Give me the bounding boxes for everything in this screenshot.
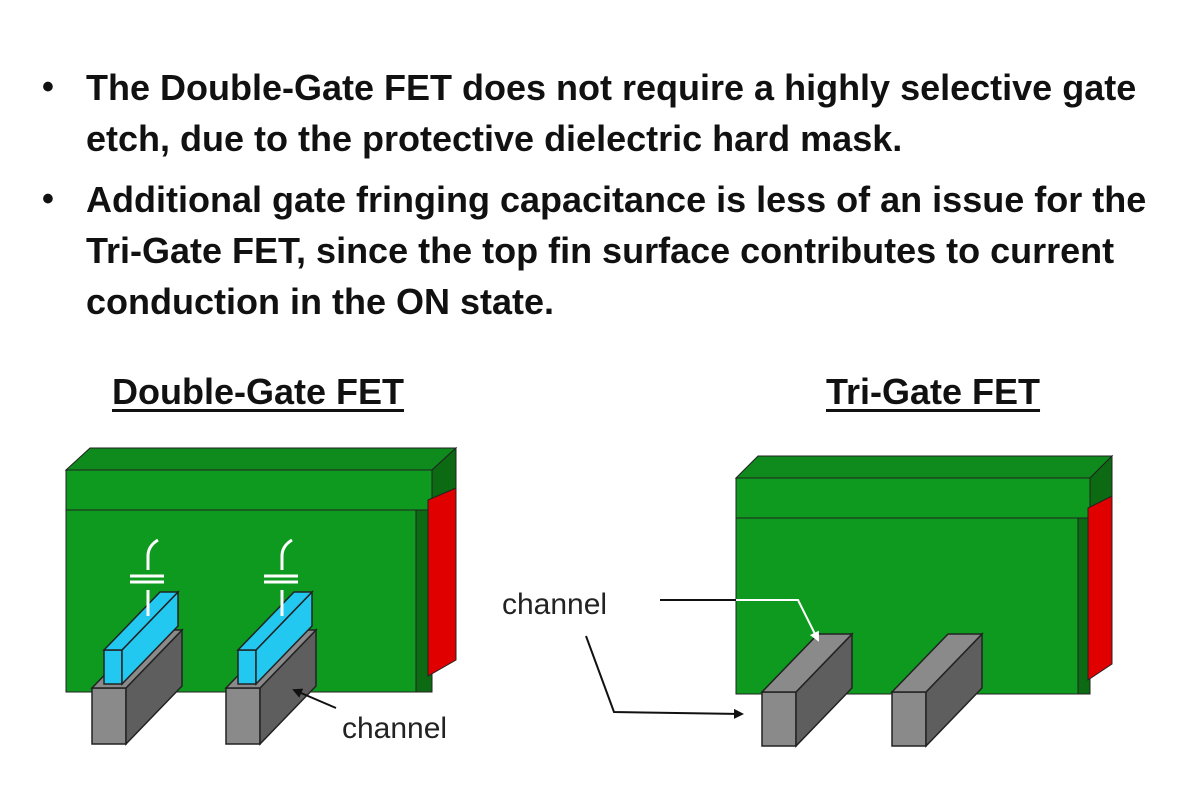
hard-mask-front <box>237 649 257 685</box>
tri-gate-title: Tri-Gate FET <box>826 371 1041 412</box>
fin-top <box>760 633 854 693</box>
gate-top-face <box>64 447 458 471</box>
capacitor-icon <box>130 538 164 616</box>
fin-front <box>225 687 261 745</box>
double-gate-diagram: channel <box>64 446 458 746</box>
tri-gate-channel-label: channel <box>502 588 607 621</box>
tri-gate-gate-block <box>734 454 1114 695</box>
channel-arrow-top <box>736 599 819 642</box>
double-gate-channel-label: channel <box>342 712 447 745</box>
channel-arrow-side <box>585 635 744 719</box>
capacitor-icon <box>264 538 298 616</box>
bullet-text: Additional gate fringing capacitance is … <box>86 179 1147 322</box>
tri-gate-fin <box>760 632 854 748</box>
hard-mask-top <box>236 591 314 651</box>
channel-arrow <box>292 688 337 709</box>
fin-front <box>91 687 127 745</box>
fin-front <box>891 691 927 747</box>
tri-gate-diagram: channel <box>502 454 1114 748</box>
fin-front <box>761 691 797 747</box>
gate-side-strip <box>1077 517 1091 695</box>
hard-mask-top <box>102 591 180 651</box>
gate-contact-side <box>1087 495 1113 681</box>
gate-cap-front <box>65 469 433 511</box>
bullet-dot: • <box>42 68 54 106</box>
bullet-dot: • <box>42 180 54 218</box>
bullet-item: • Additional gate fringing capacitance i… <box>30 174 1150 327</box>
gate-cap-front <box>735 477 1091 519</box>
bullet-list: • The Double-Gate FET does not require a… <box>30 62 1150 337</box>
gate-top-face <box>734 455 1114 479</box>
bullet-item: • The Double-Gate FET does not require a… <box>30 62 1150 164</box>
double-gate-title: Double-Gate FET <box>112 371 405 412</box>
bullet-text: The Double-Gate FET does not require a h… <box>86 67 1137 159</box>
gate-contact-side <box>427 487 457 677</box>
double-gate-fin <box>224 538 318 746</box>
double-gate-fin <box>90 538 184 746</box>
tri-gate-fin <box>890 632 984 748</box>
hard-mask-front <box>103 649 123 685</box>
fin-top <box>890 633 984 693</box>
